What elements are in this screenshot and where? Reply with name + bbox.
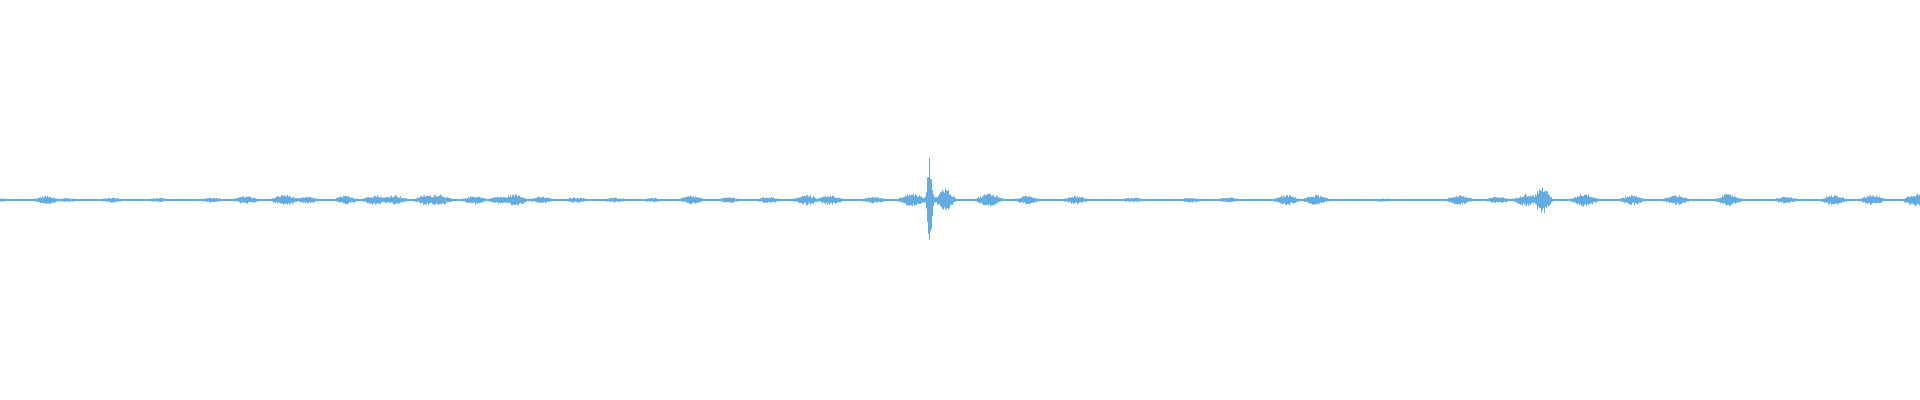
waveform-samples bbox=[0, 158, 1920, 240]
